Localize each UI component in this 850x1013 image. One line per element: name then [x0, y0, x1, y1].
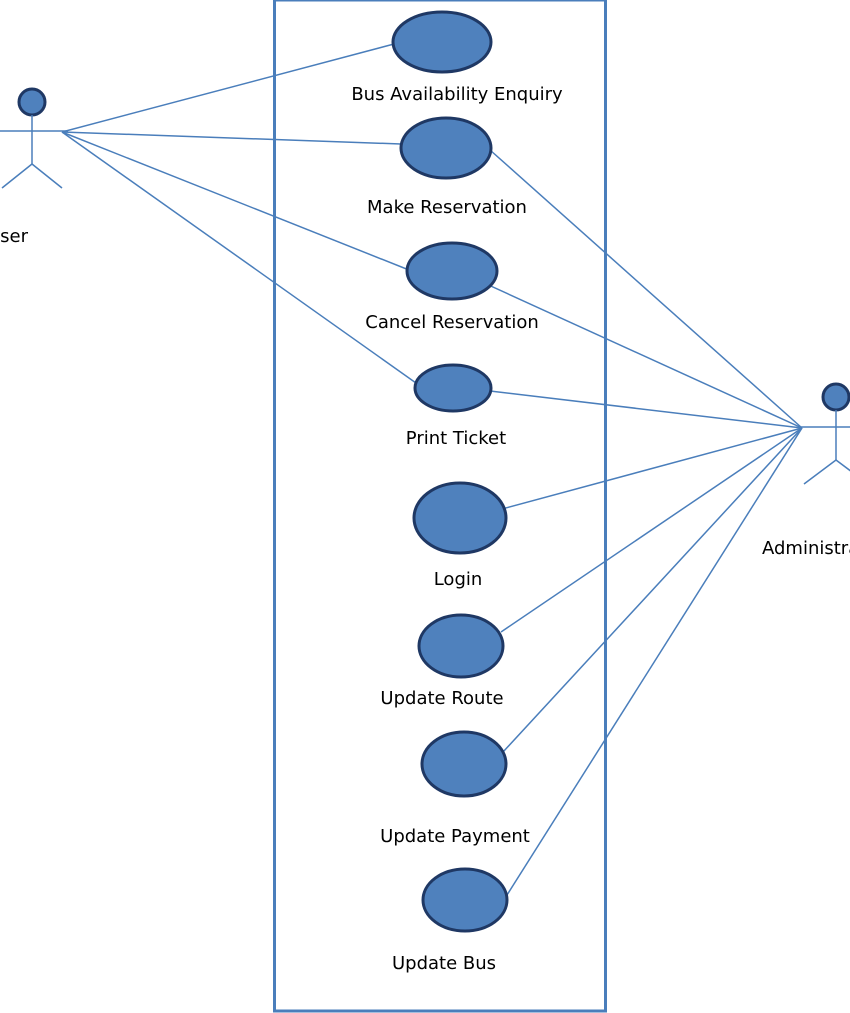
- user-head: [17, 87, 47, 117]
- use-case-label: Update Bus: [391, 953, 497, 974]
- use-case-label: Update Route: [380, 688, 504, 709]
- actor-user-label: User: [0, 226, 29, 247]
- use-case-label: Update Payment: [380, 826, 530, 847]
- use-case-cancel-reservation[interactable]: [405, 241, 499, 301]
- admin-right-leg: [835, 459, 850, 472]
- use-case-print-ticket[interactable]: [413, 363, 493, 413]
- use-case-label: Bus Availability Enquiry: [351, 84, 563, 105]
- use-case-label: Login: [433, 569, 483, 590]
- use-case-ellipses: [391, 10, 509, 933]
- use-case-login[interactable]: [412, 481, 508, 555]
- actor-admin-label: Administrator: [762, 538, 850, 559]
- use-case-update-bus[interactable]: [421, 867, 509, 933]
- actor-admin-figure[interactable]: [800, 382, 850, 485]
- admin-to-update-route: [500, 427, 803, 633]
- user-to-print-ticket: [61, 131, 417, 384]
- admin-to-update-bus: [506, 427, 803, 896]
- user-to-cancel-reservation: [61, 131, 410, 271]
- admin-to-make-reservation: [489, 149, 803, 429]
- use-case-make-reservation[interactable]: [399, 116, 493, 180]
- admin-to-print-ticket: [489, 390, 803, 429]
- use-case-label: Print Ticket: [405, 428, 507, 449]
- admin-to-cancel-reservation: [459, 271, 803, 429]
- user-to-bus-availability-enquiry: [61, 43, 395, 133]
- admin-left-leg: [803, 459, 837, 485]
- use-case-update-payment[interactable]: [420, 730, 508, 798]
- admin-to-login: [475, 427, 803, 517]
- user-right-leg: [31, 163, 63, 189]
- admin-head: [821, 382, 850, 412]
- user-associations: [61, 43, 417, 384]
- admin-to-update-payment: [502, 427, 803, 753]
- use-case-bus-availability-enquiry[interactable]: [391, 10, 493, 74]
- user-to-make-reservation: [61, 131, 402, 145]
- use-case-update-route[interactable]: [417, 613, 505, 679]
- user-left-leg: [1, 163, 33, 189]
- use-case-label: Cancel Reservation: [365, 312, 539, 333]
- admin-associations: [459, 149, 803, 896]
- actor-user-figure[interactable]: [0, 87, 68, 189]
- system-boundary: [273, 0, 607, 1013]
- use-case-label: Make Reservation: [367, 197, 527, 218]
